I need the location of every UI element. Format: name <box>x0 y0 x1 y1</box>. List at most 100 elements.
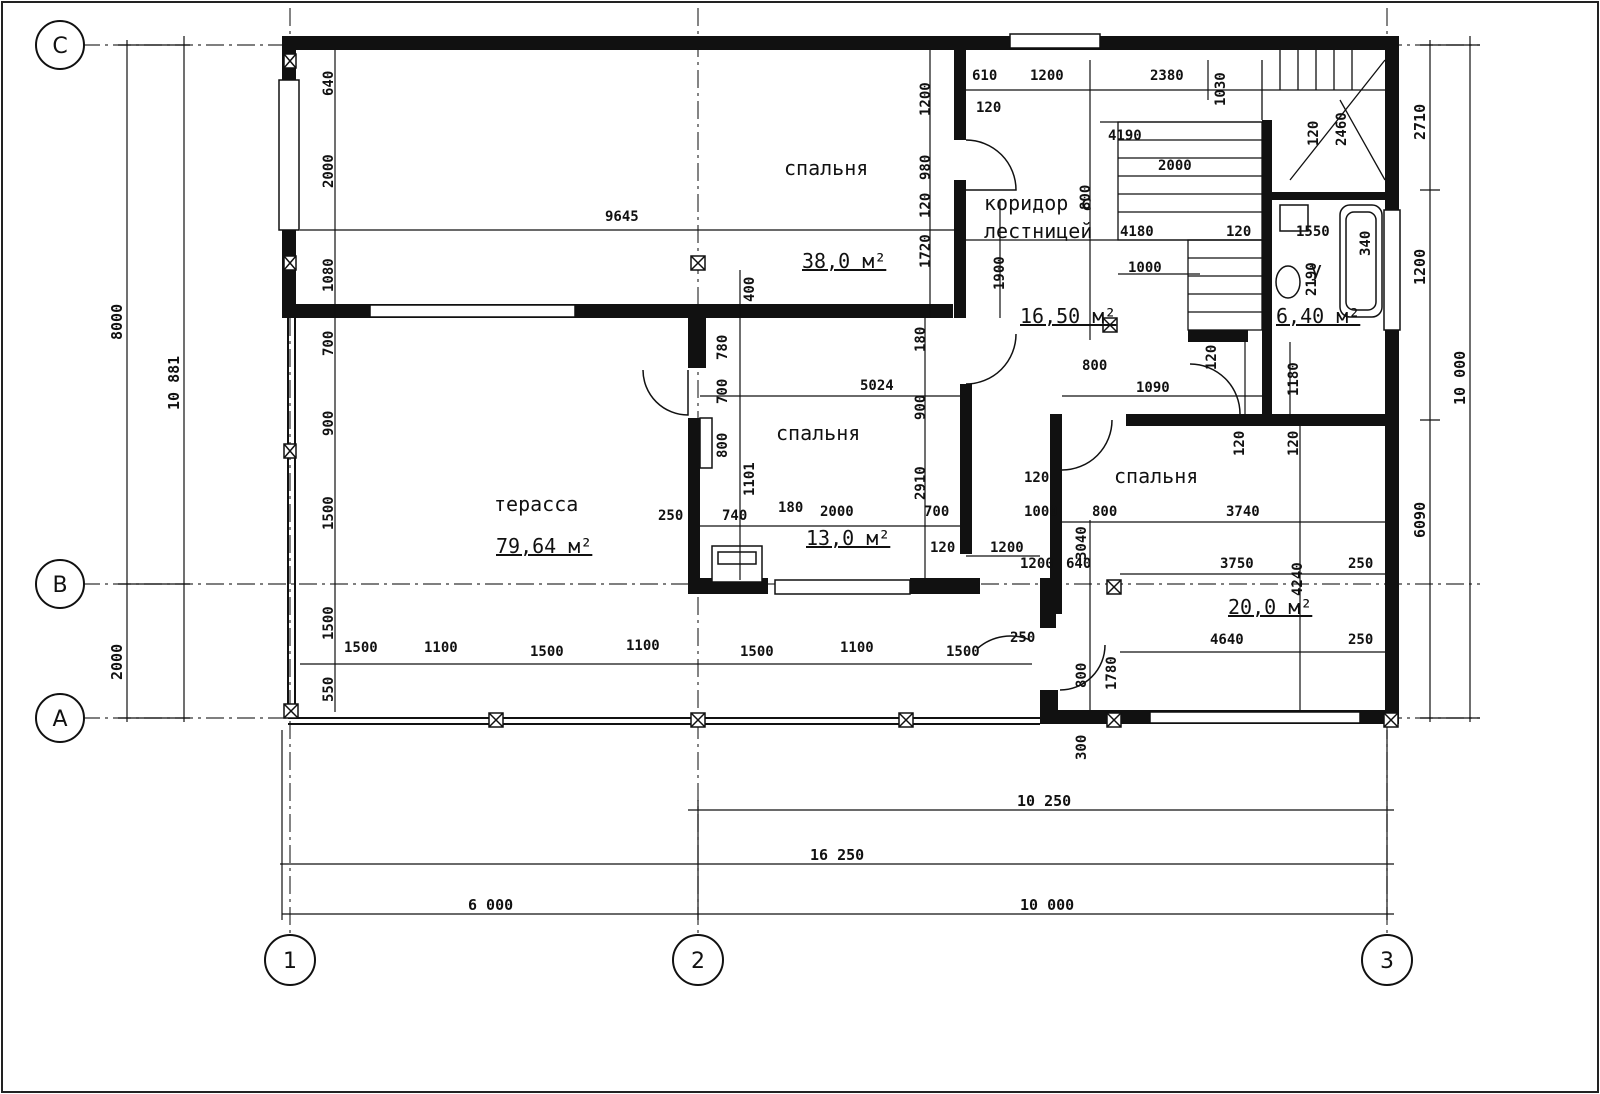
axis-bubble-A: A <box>35 693 85 743</box>
svg-text:3040: 3040 <box>1074 526 1090 560</box>
svg-text:1200: 1200 <box>1411 249 1429 285</box>
svg-text:1200: 1200 <box>918 82 934 116</box>
svg-text:700: 700 <box>321 331 337 356</box>
room-name-bedroom-3: спальня <box>1114 464 1198 488</box>
svg-text:3: 3 <box>1380 949 1394 974</box>
windows <box>278 33 1401 724</box>
svg-text:740: 740 <box>722 508 747 524</box>
terrace-railing <box>287 318 1040 725</box>
svg-text:1780: 1780 <box>1104 656 1120 690</box>
svg-text:1100: 1100 <box>840 640 874 656</box>
svg-text:1100: 1100 <box>626 638 660 654</box>
svg-text:8000: 8000 <box>108 304 126 340</box>
svg-text:2000: 2000 <box>1158 158 1192 174</box>
svg-text:800: 800 <box>1078 185 1094 210</box>
svg-text:120: 120 <box>930 540 955 556</box>
svg-text:120: 120 <box>1306 121 1322 146</box>
svg-text:4180: 4180 <box>1120 224 1154 240</box>
svg-text:120: 120 <box>1226 224 1251 240</box>
axis-bubble-B: B <box>35 559 85 609</box>
axis-bubble-2: 2 <box>672 934 724 986</box>
svg-text:2190: 2190 <box>1304 262 1320 296</box>
svg-text:800: 800 <box>1082 358 1107 374</box>
svg-text:3740: 3740 <box>1226 504 1260 520</box>
svg-text:B: B <box>52 573 67 598</box>
svg-text:2910: 2910 <box>913 466 929 500</box>
bathroom-fixtures <box>1275 204 1383 318</box>
svg-text:250: 250 <box>1348 632 1373 648</box>
svg-text:900: 900 <box>913 395 929 420</box>
svg-text:1550: 1550 <box>1296 224 1330 240</box>
svg-text:1500: 1500 <box>740 644 774 660</box>
svg-text:1720: 1720 <box>918 234 934 268</box>
room-area-bathroom: 6,40 м² <box>1276 304 1360 328</box>
svg-text:1500: 1500 <box>946 644 980 660</box>
svg-text:1200: 1200 <box>1030 68 1064 84</box>
svg-text:610: 610 <box>972 68 997 84</box>
svg-text:4640: 4640 <box>1210 632 1244 648</box>
svg-text:700: 700 <box>715 379 731 404</box>
svg-text:1101: 1101 <box>742 462 758 496</box>
svg-text:800: 800 <box>1074 663 1090 688</box>
dimension-texts: 10 250 16 250 6 000 10 000 8000 2000 10 … <box>108 68 1469 914</box>
svg-text:400: 400 <box>742 277 758 302</box>
svg-text:120: 120 <box>1024 470 1049 486</box>
svg-text:3750: 3750 <box>1220 556 1254 572</box>
svg-text:4190: 4190 <box>1108 128 1142 144</box>
svg-text:640: 640 <box>1066 556 1091 572</box>
svg-text:A: A <box>52 707 67 732</box>
svg-text:1090: 1090 <box>1136 380 1170 396</box>
columns <box>283 53 1399 728</box>
svg-text:16 250: 16 250 <box>810 846 864 864</box>
svg-text:1180: 1180 <box>1286 362 1302 396</box>
svg-text:980: 980 <box>918 155 934 180</box>
svg-text:1080: 1080 <box>321 258 337 292</box>
svg-text:1000: 1000 <box>1024 504 1058 520</box>
stairs <box>1117 50 1386 331</box>
svg-text:10 250: 10 250 <box>1017 792 1071 810</box>
dimension-lines <box>118 36 1480 920</box>
svg-text:120: 120 <box>1286 431 1302 456</box>
svg-text:6090: 6090 <box>1411 502 1429 538</box>
svg-text:550: 550 <box>321 677 337 702</box>
svg-text:2380: 2380 <box>1150 68 1184 84</box>
room-name-bathroom: у <box>1310 257 1322 281</box>
room-name-corridor: коридор с лестницей <box>984 191 1092 243</box>
room-area-bedroom-3: 20,0 м² <box>1228 595 1312 619</box>
svg-text:180: 180 <box>913 327 929 352</box>
svg-text:120: 120 <box>976 100 1001 116</box>
room-name-bedroom-2: спальня <box>776 421 860 445</box>
svg-text:1900: 1900 <box>992 256 1008 290</box>
svg-text:900: 900 <box>321 411 337 436</box>
svg-text:2000: 2000 <box>321 154 337 188</box>
room-name-corridor-line: коридор с <box>984 191 1092 215</box>
room-name-corridor-line: лестницей <box>984 219 1092 243</box>
axis-bubble-1: 1 <box>264 934 316 986</box>
svg-text:250: 250 <box>658 508 683 524</box>
svg-text:1200: 1200 <box>1020 556 1054 572</box>
svg-text:800: 800 <box>715 433 731 458</box>
axis-bubble-C: C <box>35 20 85 70</box>
svg-text:120: 120 <box>918 193 934 218</box>
svg-text:1500: 1500 <box>321 606 337 640</box>
svg-text:640: 640 <box>321 71 337 96</box>
svg-text:250: 250 <box>1348 556 1373 572</box>
room-area-terrace: 79,64 м² <box>496 534 592 558</box>
svg-text:C: C <box>52 34 67 59</box>
svg-text:2000: 2000 <box>820 504 854 520</box>
svg-text:120: 120 <box>1232 431 1248 456</box>
svg-text:800: 800 <box>1092 504 1117 520</box>
svg-text:10 000: 10 000 <box>1451 351 1469 405</box>
svg-text:1030: 1030 <box>1213 72 1229 106</box>
fireplace <box>711 545 763 583</box>
svg-text:10 881: 10 881 <box>165 356 183 410</box>
svg-text:700: 700 <box>924 504 949 520</box>
svg-text:300: 300 <box>1074 735 1090 760</box>
svg-text:1500: 1500 <box>530 644 564 660</box>
svg-text:340: 340 <box>1358 231 1374 256</box>
svg-text:1100: 1100 <box>424 640 458 656</box>
room-area-bedroom-2: 13,0 м² <box>806 526 890 550</box>
door-swings <box>642 139 1241 691</box>
